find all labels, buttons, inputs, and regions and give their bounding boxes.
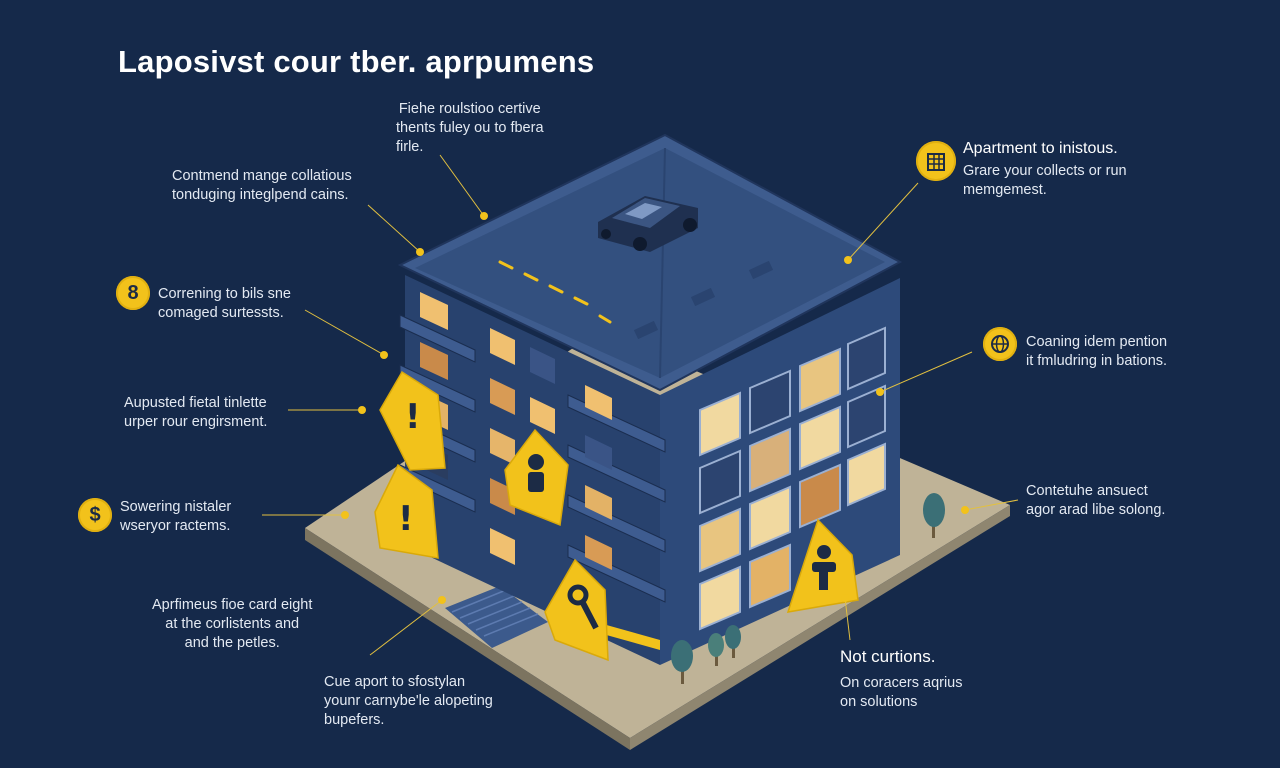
- callout-text: Contetuhe ansuect: [1026, 483, 1148, 499]
- trees: [671, 493, 945, 684]
- callout-roof: Fiehe roulstioo certive thents fuley ou …: [396, 100, 544, 157]
- dollar-icon: $: [78, 498, 112, 532]
- leader-dots: [341, 212, 969, 604]
- callout-right-mid: Coaning idem pention it fmludring in bat…: [1026, 333, 1167, 371]
- callout-right-bottom: Not curtions. On coracers aqrius on solu…: [840, 647, 963, 712]
- callout-text: urper rour engirsment.: [124, 414, 268, 430]
- callout-text: bupefers.: [324, 712, 385, 728]
- building-icon-glyph: [927, 153, 945, 171]
- number-eight-icon: 8: [116, 276, 150, 310]
- callout-left-bottom: Aprfimeus fioe card eight at the corlist…: [152, 596, 312, 653]
- left-facade-windows: [420, 292, 612, 570]
- callout-left-top: Contmend mange collatious tonduging inte…: [172, 167, 352, 205]
- warning-shield-icon: [374, 463, 439, 559]
- wrench-icon: [567, 584, 589, 606]
- person-icon: [817, 545, 831, 559]
- ramp-steps: [451, 589, 539, 637]
- callout-text: thents fuley ou to fbera: [396, 120, 544, 136]
- right-facade-windows: [699, 326, 886, 631]
- page-title: Laposivst cour tber. aprpumens: [118, 44, 595, 79]
- callout-text: Contmend mange collatious: [172, 168, 352, 184]
- worker-icon: [528, 454, 544, 470]
- leader-lines: [262, 154, 1019, 656]
- callout-text: younr carnybe'le alopeting: [324, 693, 493, 709]
- ground-slab-edge-right: [630, 505, 1010, 750]
- callout-heading: Apartment to inistous.: [963, 140, 1118, 157]
- callout-left-dollar: Sowering nistaler wseryor ractems.: [120, 498, 231, 536]
- callout-text: comaged surtessts.: [158, 305, 284, 321]
- globe-icon: [983, 327, 1017, 361]
- roof-lane-markings: [498, 260, 612, 324]
- callout-text: Grare your collects or run: [963, 163, 1127, 179]
- callout-text: Sowering nistaler: [120, 499, 232, 515]
- exclamation-icon: !: [405, 397, 421, 437]
- tool-shield-icon: [544, 558, 609, 662]
- callout-text: on solutions: [840, 694, 918, 710]
- callout-left-mid: Aupusted fietal tinlette urper rour engi…: [124, 394, 267, 432]
- callout-text: Aupusted fietal tinlette: [124, 395, 267, 411]
- ground-slab-edge: [305, 528, 630, 750]
- callout-text: and the petles.: [184, 635, 280, 651]
- callout-text: firle.: [396, 139, 424, 155]
- roof-top: [415, 148, 885, 378]
- callout-text: tonduging integlpend cains.: [172, 187, 349, 203]
- callout-right-top: Apartment to inistous. Grare your collec…: [963, 139, 1127, 200]
- exclamation-icon: !: [398, 499, 414, 539]
- callout-text: Cue aport to sfostylan: [324, 674, 466, 690]
- roof-ridge: [659, 147, 666, 379]
- callout-bottom-center: Cue aport to sfostylan younr carnybe'le …: [324, 673, 493, 730]
- callout-left-badge: Correning to bils sne comaged surtessts.: [158, 285, 291, 323]
- callout-text: memgemest.: [963, 182, 1047, 198]
- warning-shield-icon: [379, 370, 446, 471]
- callout-text: agor arad libe solong.: [1026, 502, 1166, 518]
- building-icon: [916, 141, 956, 181]
- warning-shields: ! !: [374, 370, 859, 662]
- callout-text: Correning to bils sne: [158, 286, 291, 302]
- car: [598, 196, 698, 252]
- callout-text: at the corlistents and: [165, 616, 300, 632]
- roof-vents: [633, 260, 774, 340]
- callout-text: Aprfimeus fioe card eight: [152, 597, 313, 613]
- callout-right-lower: Contetuhe ansuect agor arad libe solong.: [1026, 482, 1165, 520]
- callout-text: Coaning idem pention: [1026, 334, 1168, 350]
- globe-icon-glyph: [991, 335, 1009, 353]
- callout-heading: Not curtions.: [840, 647, 936, 666]
- callout-text: On coracers aqrius: [840, 675, 963, 691]
- entrance-ramp: [445, 586, 548, 648]
- callout-text: it fmludring in bations.: [1026, 353, 1168, 369]
- callout-text: wseryor ractems.: [120, 518, 231, 534]
- callout-text: Fiehe roulstioo certive: [398, 101, 541, 117]
